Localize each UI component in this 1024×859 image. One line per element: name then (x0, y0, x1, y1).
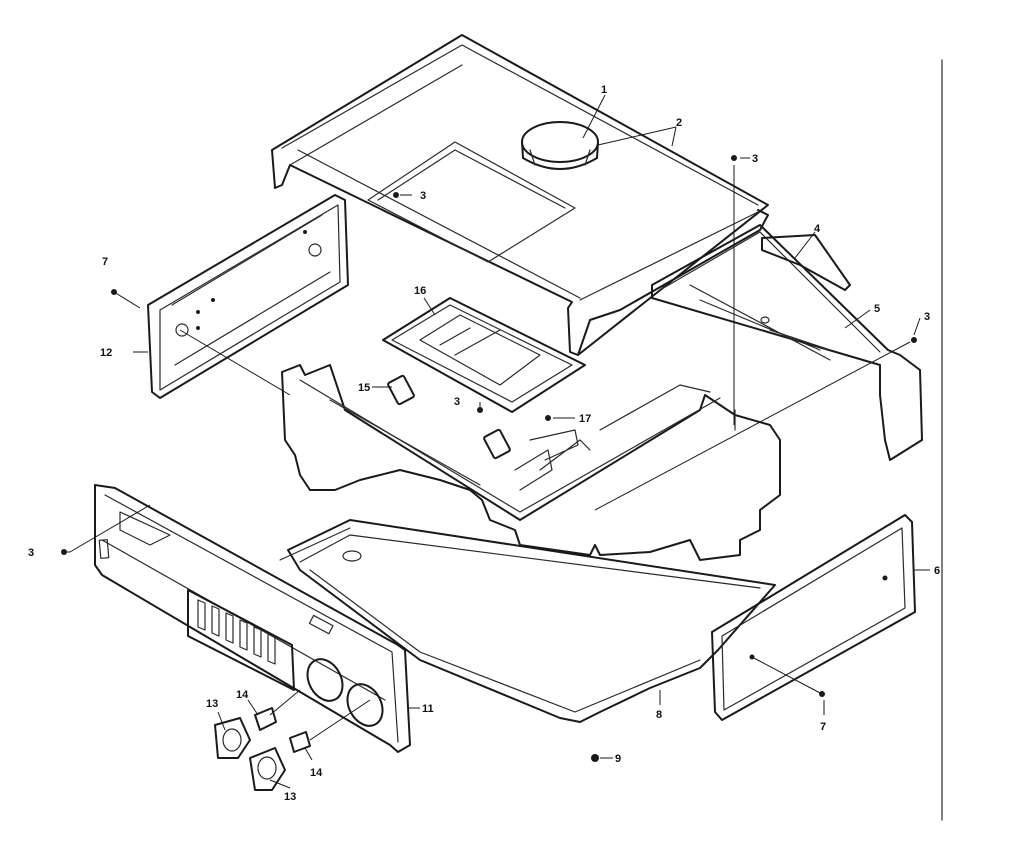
callout-14-upper: 14 (236, 689, 249, 701)
callout-7-right: 7 (820, 721, 826, 733)
rear-panel (651, 224, 923, 461)
callout-17: 17 (579, 413, 591, 425)
callout-9: 9 (615, 753, 621, 765)
callout-2: 2 (676, 117, 682, 129)
callout-15: 15 (358, 382, 370, 394)
callout-5: 5 (874, 303, 880, 315)
callout-3-chassis: 3 (454, 396, 460, 408)
callout-16: 16 (414, 285, 426, 297)
callout-6: 6 (934, 565, 940, 577)
callout-3-top-right: 3 (752, 153, 758, 165)
callout-8: 8 (656, 709, 662, 721)
top-cover (271, 34, 769, 356)
left-side-panel (147, 194, 349, 399)
base-pan (279, 519, 776, 723)
callout-11: 11 (422, 703, 434, 715)
callout-3-front: 3 (28, 547, 34, 559)
screws (61, 155, 917, 762)
right-side-panel (711, 514, 916, 721)
callouts: 1 2 3 3 3 3 3 4 5 6 7 7 8 9 11 12 13 13 … (28, 84, 940, 803)
callout-3-window: 3 (420, 190, 426, 202)
leader-lines (64, 94, 930, 789)
callout-14-lower: 14 (310, 767, 323, 779)
callout-3-rear: 3 (924, 311, 930, 323)
control-knobs (214, 707, 311, 791)
callout-13-right: 13 (284, 791, 296, 803)
main-chassis (281, 297, 781, 561)
callout-13-left: 13 (206, 698, 218, 710)
callout-1: 1 (601, 84, 607, 96)
front-panel (94, 484, 411, 753)
callout-12: 12 (100, 347, 112, 359)
callout-7-left: 7 (102, 256, 108, 268)
callout-4: 4 (814, 223, 821, 235)
